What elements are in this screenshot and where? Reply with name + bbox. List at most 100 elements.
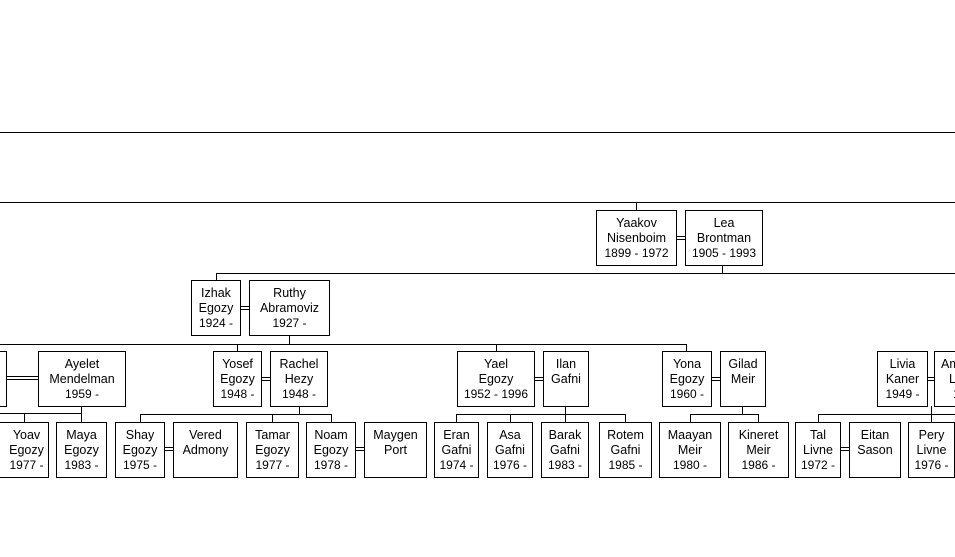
- last-name: Mendelman: [49, 372, 115, 386]
- last-name: Egozy: [9, 443, 44, 457]
- first-name: Tal: [810, 428, 826, 442]
- life-dates: 1986 -: [741, 458, 776, 472]
- life-dates: 1983 -: [64, 458, 99, 472]
- last-name: Egozy: [122, 443, 158, 457]
- person-tamar-egozy[interactable]: Tamar Egozy 1977 -: [246, 422, 299, 478]
- last-name: Egozy: [255, 443, 290, 457]
- last-name: Livne: [916, 443, 947, 457]
- first-name: Lea: [713, 216, 735, 230]
- first-name: Vered: [189, 428, 222, 442]
- last-name: Egozy: [220, 372, 255, 386]
- first-name: Shay: [125, 428, 155, 442]
- person-asa-gafni[interactable]: Asa Gafni 1976 -: [487, 422, 533, 478]
- last-name: Egozy: [64, 443, 99, 457]
- person-rotem-gafni[interactable]: Rotem Gafni 1985 -: [599, 422, 652, 478]
- life-dates: 1899 - 1972: [604, 246, 669, 260]
- first-name: Maya: [66, 428, 97, 442]
- first-name: Rotem: [607, 428, 644, 442]
- person-yaakov-nisenboim[interactable]: Yaakov Nisenboim 1899 - 1972: [596, 210, 677, 266]
- life-dates: 1952 - 1996: [463, 387, 529, 401]
- person-partial-left[interactable]: [0, 351, 7, 407]
- first-name: Pery: [918, 428, 945, 442]
- person-ilan-gafni[interactable]: Ilan Gafni: [543, 351, 589, 407]
- last-name: Gafni: [551, 372, 581, 386]
- person-gilad-meir[interactable]: Gilad Meir: [720, 351, 766, 407]
- first-name: Yosef: [222, 357, 253, 371]
- last-name: Gafni: [441, 443, 472, 457]
- first-name: Maygen: [373, 428, 418, 442]
- first-name: Livia: [889, 357, 916, 371]
- last-name: Gafni: [495, 443, 525, 457]
- life-dates: 1985 -: [608, 458, 643, 472]
- person-pery-livne[interactable]: Pery Livne 1976 -: [908, 422, 955, 478]
- person-yael-egozy[interactable]: Yael Egozy 1952 - 1996: [457, 351, 535, 407]
- person-yosef-egozy[interactable]: Yosef Egozy 1948 -: [213, 351, 262, 407]
- person-tal-livne[interactable]: Tal Livne 1972 -: [795, 422, 841, 478]
- last-name: Livne: [803, 443, 833, 457]
- first-name: Eran: [443, 428, 470, 442]
- last-name: Meir: [730, 372, 756, 386]
- first-name: Barak: [548, 428, 582, 442]
- last-name: Hezy: [284, 372, 314, 386]
- last-name: Gafni: [610, 443, 641, 457]
- last-name: Kaner: [885, 372, 920, 386]
- life-dates: 1948 -: [281, 387, 317, 401]
- first-name: Maayan: [667, 428, 713, 442]
- person-yoav-egozy[interactable]: Yoav Egozy 1977 -: [0, 422, 49, 478]
- life-dates: 1948 -: [220, 387, 255, 401]
- life-dates: 1959 -: [64, 387, 100, 401]
- person-livia-kaner[interactable]: Livia Kaner 1949 -: [877, 351, 928, 407]
- person-maygen-port[interactable]: Maygen Port: [364, 422, 427, 478]
- last-name: Meir: [677, 443, 703, 457]
- last-name: Egozy: [478, 372, 514, 386]
- life-dates: 1977 -: [255, 458, 290, 472]
- person-eitan-sason[interactable]: Eitan Sason: [849, 422, 901, 478]
- life-dates: 1960 -: [669, 387, 705, 401]
- first-name: Yona: [672, 357, 702, 371]
- first-name: Noam: [314, 428, 348, 442]
- first-name: Asa: [499, 428, 521, 442]
- life-dates: 1949 -: [885, 387, 920, 401]
- last-name: Meir: [746, 443, 771, 457]
- first-name: Yael: [483, 357, 509, 371]
- person-shay-egozy[interactable]: Shay Egozy 1975 -: [115, 422, 165, 478]
- last-name: Abramoviz: [259, 301, 320, 315]
- last-name: Admony: [182, 443, 229, 457]
- last-name: Egozy: [313, 443, 349, 457]
- first-name: Kineret: [738, 428, 779, 442]
- person-partial-right[interactable]: Am L 1: [934, 351, 955, 407]
- life-dates: 1972 -: [800, 458, 836, 472]
- first-name: Gilad: [728, 357, 758, 371]
- person-lea-brontman[interactable]: Lea Brontman 1905 - 1993: [685, 210, 763, 266]
- person-noam-egozy[interactable]: Noam Egozy 1978 -: [306, 422, 356, 478]
- first-name: Eitan: [860, 428, 890, 442]
- first-name: Am: [941, 357, 955, 371]
- person-rachel-hezy[interactable]: Rachel Hezy 1948 -: [270, 351, 328, 407]
- life-dates: 1924 -: [198, 316, 234, 330]
- life-dates: 1976 -: [492, 458, 528, 472]
- person-maya-egozy[interactable]: Maya Egozy 1983 -: [56, 422, 107, 478]
- life-dates: 1978 -: [313, 458, 349, 472]
- last-name: L: [941, 372, 955, 387]
- first-name: Ilan: [555, 357, 577, 371]
- last-name: Egozy: [198, 301, 234, 315]
- person-ruthy-abramoviz[interactable]: Ruthy Abramoviz 1927 -: [249, 280, 330, 336]
- life-dates: 1927 -: [272, 316, 307, 330]
- person-yona-egozy[interactable]: Yona Egozy 1960 -: [662, 351, 712, 407]
- last-name: Brontman: [696, 231, 752, 245]
- first-name: Rachel: [279, 357, 319, 371]
- first-name: Ayelet: [64, 357, 100, 371]
- person-vered-admony[interactable]: Vered Admony: [173, 422, 238, 478]
- person-ayelet-mendelman[interactable]: Ayelet Mendelman 1959 -: [38, 351, 126, 407]
- person-maayan-meir[interactable]: Maayan Meir 1980 -: [659, 422, 721, 478]
- life-dates: 1980 -: [672, 458, 708, 472]
- person-kineret-meir[interactable]: Kineret Meir 1986 -: [728, 422, 789, 478]
- first-name: Yaakov: [616, 216, 657, 230]
- person-izhak-egozy[interactable]: Izhak Egozy 1924 -: [191, 280, 241, 336]
- person-barak-gafni[interactable]: Barak Gafni 1983 -: [541, 422, 589, 478]
- life-dates: 1983 -: [547, 458, 583, 472]
- person-eran-gafni[interactable]: Eran Gafni 1974 -: [434, 422, 479, 478]
- life-dates: 1977 -: [9, 458, 44, 472]
- first-name: Izhak: [201, 286, 231, 300]
